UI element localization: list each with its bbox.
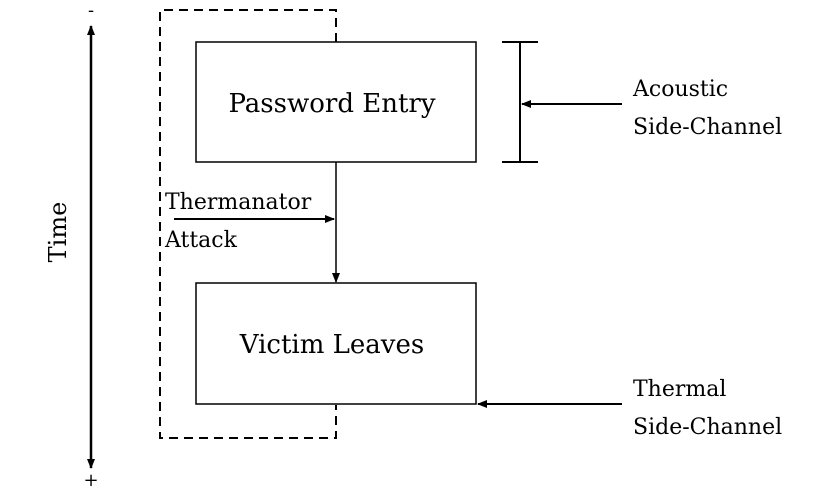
thermal-label-line1: Thermal [633, 377, 726, 402]
time-axis: - + Time [44, 0, 99, 491]
thermanator-attack: Thermanator Attack [164, 190, 335, 253]
victim-leaves-box: Victim Leaves [195, 282, 477, 405]
acoustic-label-line2: Side-Channel [633, 115, 782, 140]
password-entry-box: Password Entry [195, 41, 477, 163]
attack-label-line2: Attack [164, 228, 238, 253]
acoustic-label-line1: Acoustic [632, 77, 728, 102]
thermal-label-line2: Side-Channel [633, 415, 782, 440]
attack-label-line1: Thermanator [165, 190, 312, 215]
attack-window-bracket [159, 9, 337, 439]
acoustic-side-channel: Acoustic Side-Channel [521, 77, 782, 140]
acoustic-interval-bracket [502, 41, 538, 163]
time-end-sign: + [83, 470, 98, 491]
time-start-sign: - [88, 0, 94, 21]
time-axis-label: Time [44, 202, 72, 263]
victim-leaves-label: Victim Leaves [239, 330, 424, 360]
thermal-side-channel: Thermal Side-Channel [477, 377, 782, 440]
password-entry-label: Password Entry [228, 89, 435, 119]
